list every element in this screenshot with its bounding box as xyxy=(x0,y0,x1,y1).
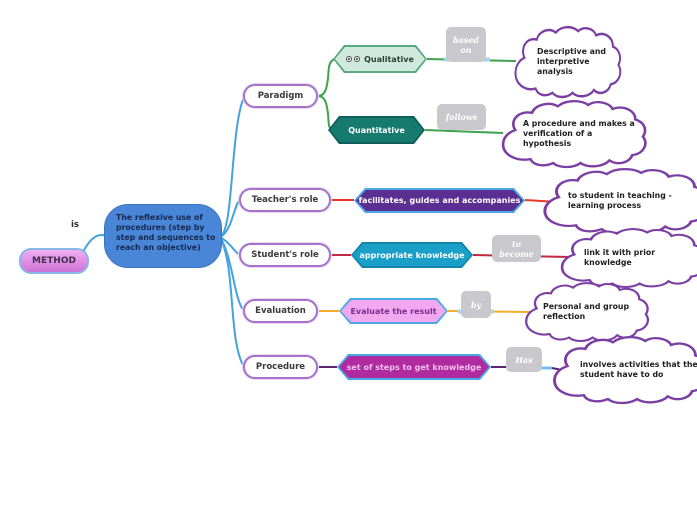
root-node-method[interactable]: METHOD xyxy=(19,248,89,274)
branch-label: Student's role xyxy=(251,250,319,260)
link-label-by[interactable]: by xyxy=(461,291,491,318)
central-definition-node[interactable]: The reflexive use of procedures (step by… xyxy=(104,204,222,268)
hex-node-evaluate-result[interactable]: Evaluate the result xyxy=(339,298,448,324)
link-label-to-become[interactable]: to become xyxy=(492,235,541,262)
cloud-text: link it with prior knowledge xyxy=(584,247,656,267)
hex-label: Qualitative xyxy=(364,54,414,64)
hex-node-qualitative[interactable]: Qualitative xyxy=(333,45,427,73)
link-label-text: based on xyxy=(453,34,479,55)
branch-label: Teacher's role xyxy=(251,195,319,205)
hex-node-set-of-steps[interactable]: set of steps to get knowledge xyxy=(337,354,491,380)
link-label-follows[interactable]: follows xyxy=(437,104,486,130)
link-label-text: to become xyxy=(499,238,534,259)
cloud-descriptive-analysis[interactable]: Descriptive and interpretive analysis xyxy=(511,25,623,99)
link-label-based-on[interactable]: based on xyxy=(446,27,486,62)
hex-node-appropriate-knowledge[interactable]: appropriate knowledge xyxy=(351,242,473,268)
branch-node-procedure[interactable]: Procedure xyxy=(243,355,318,379)
cloud-text: A procedure and makes a verification of … xyxy=(523,118,635,149)
cloud-activities[interactable]: involves activities that the student hav… xyxy=(548,336,697,405)
hex-label: facilitates, guides and accompanies xyxy=(358,196,521,205)
branch-label: Evaluation xyxy=(255,306,306,316)
hex-label: Evaluate the result xyxy=(350,306,437,316)
hex-fill xyxy=(353,244,471,266)
hex-fill xyxy=(339,356,489,378)
eyes-icon xyxy=(346,56,361,62)
branch-label: Paradigm xyxy=(257,91,304,101)
cloud-shape xyxy=(553,336,697,405)
cloud-prior-knowledge[interactable]: link it with prior knowledge xyxy=(556,228,697,289)
cloud-shape xyxy=(501,100,647,169)
cloud-hypothesis[interactable]: A procedure and makes a verification of … xyxy=(497,100,649,169)
root-node-label: METHOD xyxy=(32,256,76,266)
link-label-text: follows xyxy=(445,112,478,122)
cloud-reflection[interactable]: Personal and group reflection xyxy=(521,282,651,343)
hex-node-facilitates[interactable]: facilitates, guides and accompanies xyxy=(354,188,525,213)
branch-label: Procedure xyxy=(255,362,306,372)
hex-label: Quantitative xyxy=(348,125,405,135)
hex-label: set of steps to get knowledge xyxy=(346,362,482,372)
branch-node-teachers-role[interactable]: Teacher's role xyxy=(239,188,331,212)
cloud-text: Personal and group reflection xyxy=(543,301,630,321)
cloud-shape xyxy=(525,282,649,343)
central-definition-text: The reflexive use of procedures (step by… xyxy=(116,213,216,253)
link-label-has[interactable]: Has xyxy=(506,347,542,372)
cloud-text: to student in teaching -learning process xyxy=(568,190,672,210)
hex-fill xyxy=(341,300,446,322)
branch-node-students-role[interactable]: Student's role xyxy=(239,243,331,267)
cloud-shape xyxy=(560,228,697,289)
branch-node-paradigm[interactable]: Paradigm xyxy=(243,84,318,108)
link-label-text: by xyxy=(470,299,482,310)
hex-fill xyxy=(330,118,423,142)
cloud-shape xyxy=(514,25,622,99)
cloud-text: Descriptive and interpretive analysis xyxy=(537,46,606,77)
cloud-text: involves activities that the student hav… xyxy=(580,359,697,379)
branch-node-evaluation[interactable]: Evaluation xyxy=(243,299,318,323)
link-label-text: Has xyxy=(515,354,533,365)
hex-label: appropriate knowledge xyxy=(359,250,465,260)
root-link-label: is xyxy=(71,220,79,230)
hex-fill xyxy=(356,190,523,211)
hex-node-quantitative[interactable]: Quantitative xyxy=(328,116,425,144)
cloud-teaching-process[interactable]: to student in teaching -learning process xyxy=(538,168,697,235)
